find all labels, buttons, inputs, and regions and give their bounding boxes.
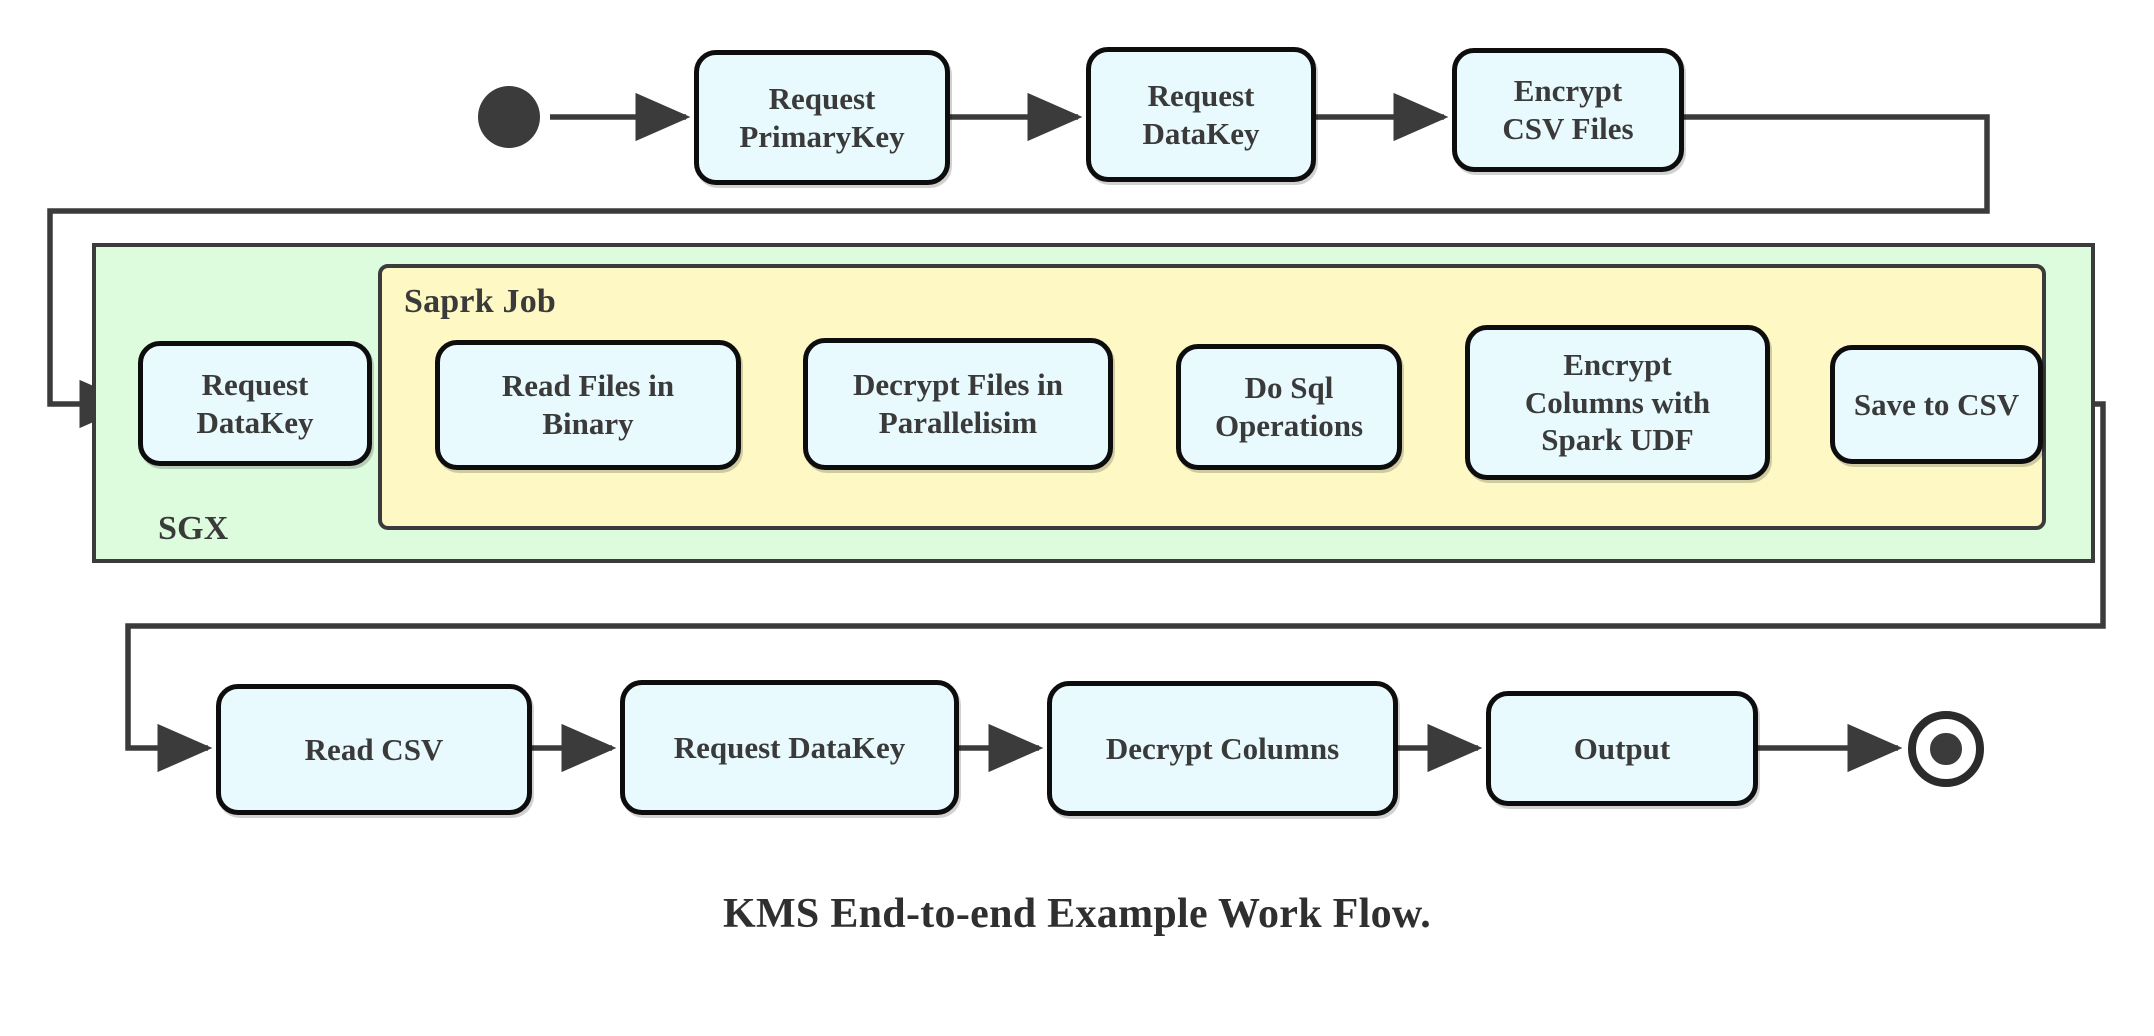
- node-line: Columns with: [1524, 384, 1711, 420]
- node-decrypt-columns[interactable]: Decrypt Columns: [1047, 681, 1398, 816]
- node-request-datakey-1[interactable]: Request DataKey: [1086, 47, 1316, 182]
- node-line: CSV Files: [1502, 111, 1634, 146]
- node-line: Encrypt: [1513, 73, 1623, 109]
- node-line: Read Files in: [501, 368, 675, 404]
- zone-spark-job-label: Saprk Job: [404, 283, 557, 320]
- node-line: Do Sql: [1244, 370, 1334, 406]
- node-output[interactable]: Output: [1486, 691, 1758, 806]
- node-encrypt-columns-with-spark-udf[interactable]: Encrypt Columns with Spark UDF: [1465, 325, 1770, 480]
- node-line: Operations: [1214, 408, 1364, 443]
- node-encrypt-csv-files[interactable]: Encrypt CSV Files: [1452, 48, 1684, 172]
- node-line: Request: [1147, 77, 1255, 113]
- zone-sgx-label: SGX: [158, 510, 229, 547]
- node-line: Save to CSV: [1853, 386, 2020, 422]
- node-line: Decrypt Files in: [852, 367, 1064, 403]
- node-line: Decrypt Columns: [1105, 730, 1340, 766]
- node-request-primarykey[interactable]: Request PrimaryKey: [694, 50, 950, 185]
- node-line: Parallelisim: [878, 405, 1038, 440]
- node-do-sql-operations[interactable]: Do Sql Operations: [1176, 344, 1402, 470]
- end-node-double-circle: [1908, 711, 1984, 787]
- node-read-files-in-binary[interactable]: Read Files in Binary: [435, 340, 741, 470]
- node-line: Read CSV: [304, 731, 444, 767]
- start-node-filled-circle: [478, 86, 540, 148]
- node-save-to-csv[interactable]: Save to CSV: [1830, 345, 2043, 464]
- node-line: Request: [768, 80, 876, 116]
- end-node-core: [1930, 733, 1962, 765]
- node-line: Binary: [542, 406, 634, 441]
- node-line: Request DataKey: [673, 729, 906, 765]
- node-request-datakey-3[interactable]: Request DataKey: [620, 680, 959, 815]
- node-line: DataKey: [1142, 115, 1260, 151]
- node-line: PrimaryKey: [739, 118, 905, 154]
- node-decrypt-files-parallelisim[interactable]: Decrypt Files in Parallelisim: [803, 338, 1113, 470]
- node-line: Output: [1573, 730, 1671, 766]
- node-line: Spark UDF: [1541, 422, 1694, 458]
- node-line: Request: [201, 366, 309, 402]
- node-read-csv[interactable]: Read CSV: [216, 684, 532, 815]
- diagram-caption: KMS End-to-end Example Work Flow.: [722, 891, 1432, 937]
- node-request-datakey-2[interactable]: Request DataKey: [138, 341, 372, 466]
- node-line: DataKey: [196, 404, 314, 440]
- node-line: Encrypt: [1563, 346, 1672, 382]
